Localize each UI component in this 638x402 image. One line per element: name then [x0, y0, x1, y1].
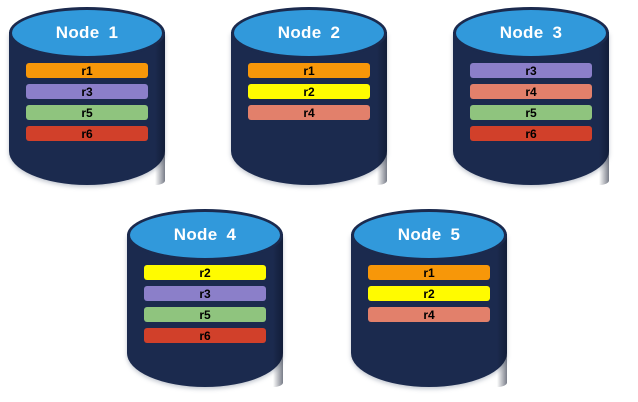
replica-bar[interactable]: r2 — [368, 286, 490, 301]
replica-list: r1 r2 r4 — [231, 63, 387, 120]
cylinder-top-ellipse — [127, 209, 283, 261]
replica-bar[interactable]: r1 — [26, 63, 148, 78]
replica-bar[interactable]: r1 — [368, 265, 490, 280]
replica-list: r1 r3 r5 r6 — [9, 63, 165, 141]
replica-bar[interactable]: r4 — [368, 307, 490, 322]
cylinder-top-ellipse — [9, 7, 165, 59]
node-cylinder-5[interactable]: Node 5 r1 r2 r4 — [351, 209, 507, 387]
replica-list: r3 r4 r5 r6 — [453, 63, 609, 141]
node-cylinder-3[interactable]: Node 3 r3 r4 r5 r6 — [453, 7, 609, 185]
replica-bar[interactable]: r5 — [26, 105, 148, 120]
replica-bar[interactable]: r2 — [248, 84, 370, 99]
node-cylinder-4[interactable]: Node 4 r2 r3 r5 r6 — [127, 209, 283, 387]
replica-bar[interactable]: r5 — [470, 105, 592, 120]
replica-bar[interactable]: r6 — [26, 126, 148, 141]
replica-bar[interactable]: r1 — [248, 63, 370, 78]
replica-bar[interactable]: r5 — [144, 307, 266, 322]
replica-bar[interactable]: r3 — [144, 286, 266, 301]
cylinder-top-ellipse — [351, 209, 507, 261]
replica-bar[interactable]: r6 — [144, 328, 266, 343]
replica-bar[interactable]: r4 — [470, 84, 592, 99]
replica-bar[interactable]: r2 — [144, 265, 266, 280]
replica-bar[interactable]: r3 — [26, 84, 148, 99]
replica-list: r1 r2 r4 — [351, 265, 507, 322]
cylinder-top-ellipse — [453, 7, 609, 59]
cylinder-top-ellipse — [231, 7, 387, 59]
replica-bar[interactable]: r6 — [470, 126, 592, 141]
replica-bar[interactable]: r3 — [470, 63, 592, 78]
node-cylinder-1[interactable]: Node 1 r1 r3 r5 r6 — [9, 7, 165, 185]
replica-bar[interactable]: r4 — [248, 105, 370, 120]
replica-list: r2 r3 r5 r6 — [127, 265, 283, 343]
node-cylinder-2[interactable]: Node 2 r1 r2 r4 — [231, 7, 387, 185]
